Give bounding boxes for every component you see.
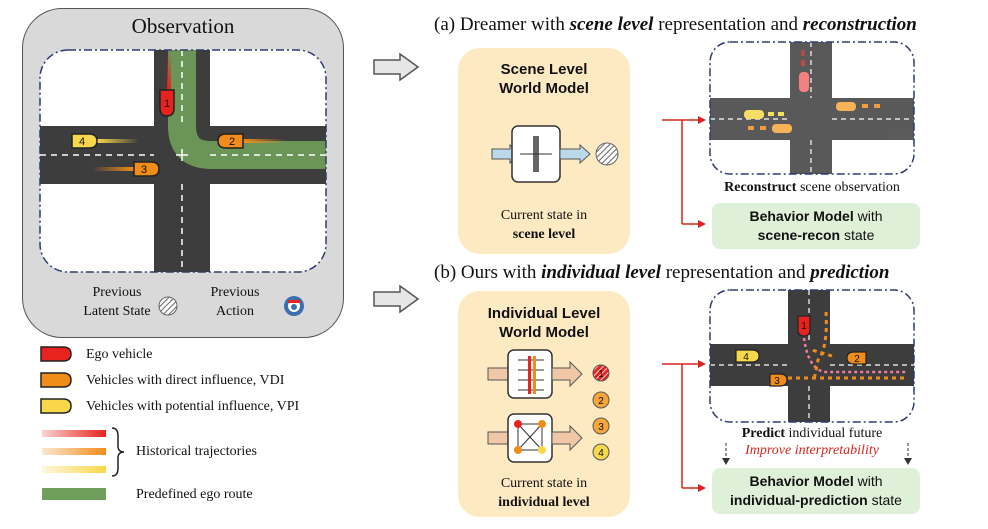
- trajectory-yellow-swatch: [42, 466, 106, 473]
- individual-prediction-view: 1 2 3 4: [709, 289, 915, 423]
- scene-state-label: Current state in scene level: [500, 208, 588, 242]
- pred-vdi-vehicle-2: 2: [846, 351, 867, 365]
- individual-encoder-diagram: [487, 349, 583, 463]
- svg-text:2: 2: [598, 396, 604, 407]
- route-swatch: [42, 488, 106, 500]
- previous-action-label: Previous Action: [210, 285, 260, 319]
- previous-latent-state-label: Previous Latent State: [83, 285, 151, 319]
- ego-swatch: [40, 346, 72, 362]
- scene-encoder-diagram: [491, 125, 619, 183]
- legend-historical-label: Historical trajectories: [136, 444, 257, 459]
- behavior-model-b: Behavior Model with individual-predictio…: [712, 468, 920, 514]
- connector-b: [662, 360, 706, 492]
- arrow-to-b-icon: [373, 284, 420, 314]
- svg-text:2: 2: [854, 354, 860, 365]
- legend-route-label: Predefined ego route: [136, 487, 253, 502]
- pred-ego-vehicle-1: 1: [797, 315, 811, 337]
- interpretability-arrows: [722, 443, 912, 465]
- interpretability-caption: Improve interpretability: [745, 443, 879, 458]
- legend-vdi-label: Vehicles with direct influence, VDI: [86, 373, 285, 388]
- svg-text:1: 1: [801, 321, 807, 332]
- legend-ego-label: Ego vehicle: [86, 347, 153, 362]
- observation-scene: 1 2 3 4: [39, 49, 327, 316]
- legend-swatches: [40, 346, 106, 500]
- pred-vdi-vehicle-3: 3: [769, 373, 788, 387]
- svg-text:4: 4: [79, 136, 85, 148]
- trajectory-red-swatch: [42, 430, 106, 437]
- svg-text:4: 4: [598, 448, 604, 459]
- vdi-swatch: [40, 372, 72, 388]
- svg-text:1: 1: [598, 369, 604, 380]
- steering-wheel-icon: [284, 296, 304, 316]
- vdi-vehicle-3: 3: [133, 161, 160, 177]
- brace-icon: [111, 427, 125, 477]
- scene-reconstruction-view: [709, 41, 915, 175]
- predict-caption: Predict individual future: [741, 426, 883, 441]
- svg-text:1: 1: [164, 98, 170, 110]
- vpi-vehicle-4: 4: [71, 133, 98, 149]
- svg-text:2: 2: [229, 136, 235, 148]
- individual-state-label: Current state in individual level: [498, 476, 590, 510]
- arrow-to-a-icon: [373, 52, 420, 82]
- pred-vpi-vehicle-4: 4: [735, 349, 760, 363]
- vpi-swatch: [40, 398, 72, 414]
- observation-title: Observation: [131, 14, 235, 38]
- legend-vpi-label: Vehicles with potential influence, VPI: [86, 399, 300, 414]
- trajectory-orange-swatch: [42, 448, 106, 455]
- ego-vehicle-1: 1: [159, 89, 175, 117]
- scene-world-model-title: Scene Level World Model: [499, 61, 589, 97]
- section-b-heading: (b) Ours with individual level represent…: [434, 262, 890, 283]
- vdi-vehicle-2: 2: [217, 133, 244, 149]
- individual-state-tokens: 1 2 3 4: [592, 364, 610, 461]
- svg-text:3: 3: [774, 376, 780, 387]
- behavior-model-a: Behavior Model with scene-recon state: [712, 203, 920, 249]
- section-a-heading: (a) Dreamer with scene level representat…: [434, 14, 917, 35]
- individual-world-model-title: Individual Level World Model: [487, 305, 601, 341]
- svg-text:3: 3: [141, 164, 147, 176]
- connector-a: [662, 116, 706, 228]
- reconstruct-caption: Reconstruct scene observation: [724, 180, 900, 195]
- svg-text:3: 3: [598, 422, 604, 433]
- svg-text:4: 4: [743, 352, 749, 363]
- latent-state-icon: [158, 296, 178, 316]
